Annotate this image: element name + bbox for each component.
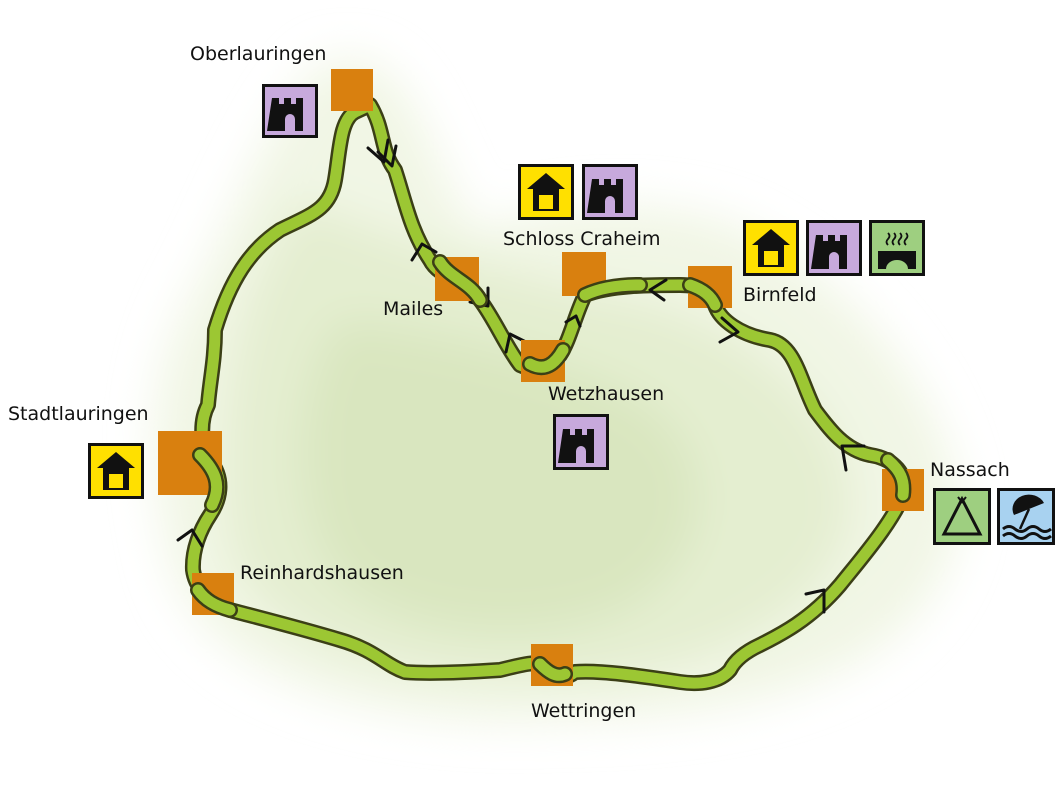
stop-marker-stadtlauringen[interactable] <box>158 431 222 495</box>
label-reinhardshausen: Reinhardshausen <box>240 562 404 584</box>
castle-icon[interactable] <box>582 164 638 220</box>
label-wettringen: Wettringen <box>531 700 637 722</box>
label-schloss-craheim: Schloss Craheim <box>503 228 661 250</box>
stop-marker-mailes[interactable] <box>435 257 479 301</box>
stop-marker-oberlauringen[interactable] <box>331 69 373 111</box>
label-birnfeld: Birnfeld <box>743 284 817 306</box>
stop-marker-reinhardshausen[interactable] <box>192 573 234 615</box>
direction-arrow <box>376 144 398 168</box>
stop-marker-wetzhausen[interactable] <box>521 340 565 382</box>
stop-marker-wettringen[interactable] <box>531 644 573 686</box>
camping-tent-icon[interactable] <box>933 488 991 545</box>
castle-icon[interactable] <box>262 84 318 138</box>
label-oberlauringen: Oberlauringen <box>190 43 327 65</box>
label-mailes: Mailes <box>383 298 444 320</box>
castle-icon[interactable] <box>553 414 609 470</box>
hostel-icon[interactable] <box>743 220 799 276</box>
castle-icon[interactable] <box>806 220 862 276</box>
stop-marker-nassach[interactable] <box>882 469 924 511</box>
label-stadtlauringen: Stadtlauringen <box>8 403 149 425</box>
stop-marker-schloss-craheim[interactable] <box>562 252 606 296</box>
stop-marker-birnfeld[interactable] <box>688 266 732 308</box>
thermal-bath-icon[interactable] <box>869 220 925 276</box>
label-nassach: Nassach <box>930 459 1010 481</box>
hostel-icon[interactable] <box>88 443 144 499</box>
direction-arrow <box>366 138 390 164</box>
beach-umbrella-icon[interactable] <box>997 488 1055 545</box>
hostel-icon[interactable] <box>518 164 574 220</box>
label-wetzhausen: Wetzhausen <box>548 383 665 405</box>
